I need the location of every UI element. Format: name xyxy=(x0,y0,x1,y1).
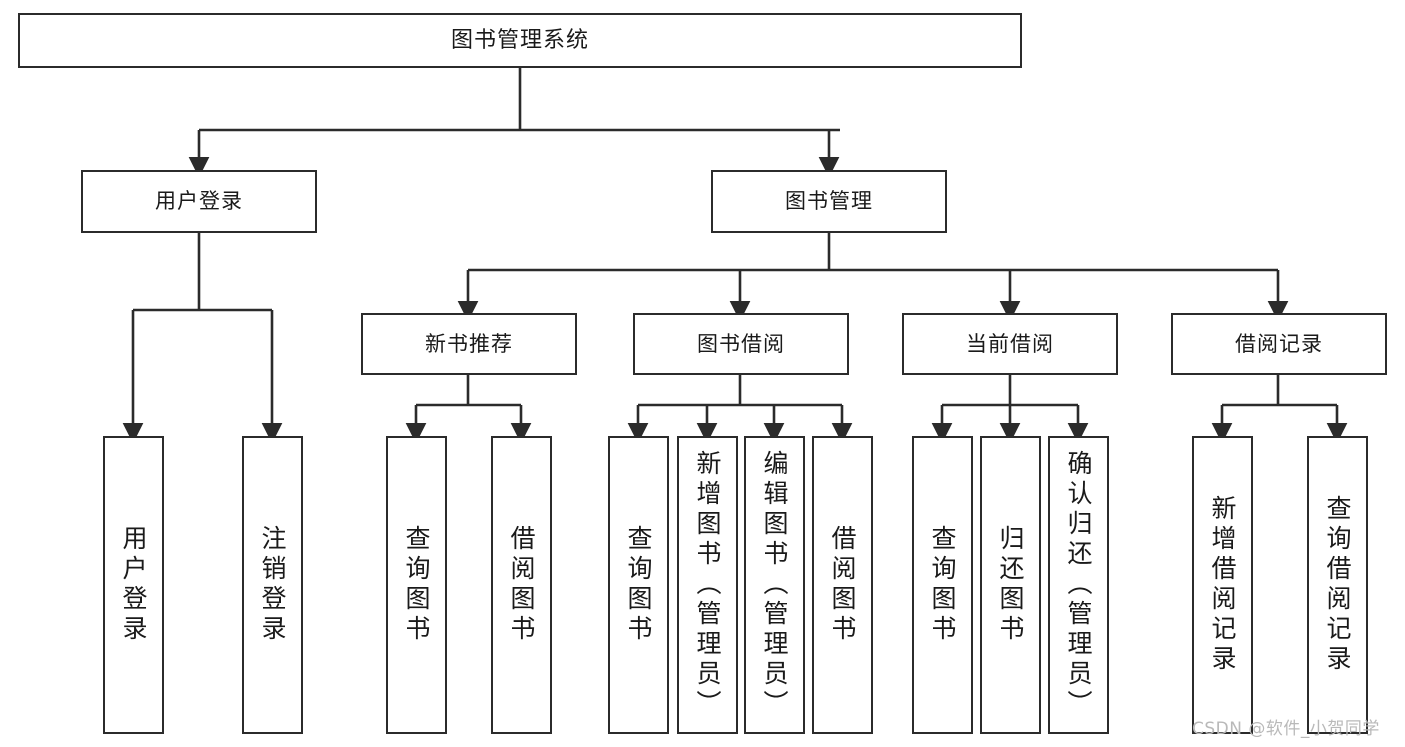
node-label: 借阅图书 xyxy=(828,525,857,645)
leaf-book-borrow-add[interactable]: 新增图书（管理员） xyxy=(677,436,738,734)
node-label: 新增借阅记录 xyxy=(1208,495,1237,675)
node-label: 当前借阅 xyxy=(966,331,1054,356)
leaf-borrow-record-add[interactable]: 新增借阅记录 xyxy=(1192,436,1253,734)
leaf-borrow-record-query[interactable]: 查询借阅记录 xyxy=(1307,436,1368,734)
node-label: 图书管理 xyxy=(785,189,873,214)
node-book-borrow[interactable]: 图书借阅 xyxy=(633,313,849,375)
node-label: 用户登录 xyxy=(155,189,243,214)
node-label: 编辑图书（管理员） xyxy=(760,450,789,720)
leaf-user-login-login[interactable]: 用户登录 xyxy=(103,436,164,734)
node-label: 借阅图书 xyxy=(507,525,536,645)
leaf-current-borrow-confirm-return[interactable]: 确认归还（管理员） xyxy=(1048,436,1109,734)
leaf-book-borrow-borrow[interactable]: 借阅图书 xyxy=(812,436,873,734)
node-label: 查询图书 xyxy=(624,525,653,645)
node-label: 借阅记录 xyxy=(1235,331,1323,356)
leaf-new-book-query[interactable]: 查询图书 xyxy=(386,436,447,734)
node-label: 新书推荐 xyxy=(425,331,513,356)
node-label: 用户登录 xyxy=(119,525,148,645)
leaf-current-borrow-return[interactable]: 归还图书 xyxy=(980,436,1041,734)
leaf-new-book-borrow[interactable]: 借阅图书 xyxy=(491,436,552,734)
node-label: 图书借阅 xyxy=(697,331,785,356)
node-current-borrow[interactable]: 当前借阅 xyxy=(902,313,1118,375)
leaf-current-borrow-query[interactable]: 查询图书 xyxy=(912,436,973,734)
node-label: 查询借阅记录 xyxy=(1323,495,1352,675)
node-label: 图书管理系统 xyxy=(450,27,589,53)
leaf-book-borrow-query[interactable]: 查询图书 xyxy=(608,436,669,734)
node-borrow-record[interactable]: 借阅记录 xyxy=(1171,313,1387,375)
node-label: 新增图书（管理员） xyxy=(693,450,722,720)
watermark-text: CSDN @软件_小贺同学 xyxy=(1192,719,1380,739)
node-label: 归还图书 xyxy=(996,525,1025,645)
node-label: 查询图书 xyxy=(928,525,957,645)
node-root-system[interactable]: 图书管理系统 xyxy=(18,13,1022,68)
node-book-management[interactable]: 图书管理 xyxy=(711,170,947,233)
node-user-login[interactable]: 用户登录 xyxy=(81,170,317,233)
node-label: 查询图书 xyxy=(402,525,431,645)
node-label: 注销登录 xyxy=(258,525,287,645)
node-label: 确认归还（管理员） xyxy=(1064,450,1093,720)
leaf-book-borrow-edit[interactable]: 编辑图书（管理员） xyxy=(744,436,805,734)
leaf-user-login-logout[interactable]: 注销登录 xyxy=(242,436,303,734)
node-new-book-recommend[interactable]: 新书推荐 xyxy=(361,313,577,375)
